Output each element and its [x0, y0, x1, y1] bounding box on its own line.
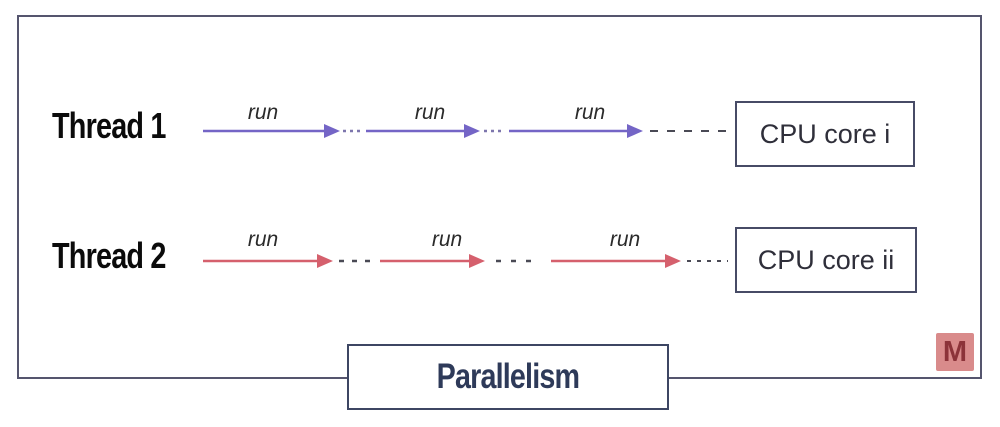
- cpu-core-i-box: CPU core i: [735, 101, 915, 167]
- run-label: run: [247, 101, 279, 124]
- title-box: Parallelism: [347, 344, 669, 410]
- run-label: run: [247, 228, 279, 251]
- thread-1-label: Thread 1: [52, 105, 166, 146]
- run-label: run: [414, 101, 446, 124]
- cpu-core-i-label: CPU core i: [759, 118, 891, 149]
- diagram-container: [17, 15, 982, 379]
- watermark-logo: M: [936, 333, 974, 371]
- cpu-core-ii-box: CPU core ii: [735, 227, 917, 293]
- run-label: run: [574, 101, 606, 124]
- diagram-title: Parallelism: [436, 357, 580, 396]
- thread-2-label: Thread 2: [52, 235, 166, 276]
- run-label: run: [431, 228, 463, 251]
- run-label: run: [609, 228, 641, 251]
- cpu-core-ii-label: CPU core ii: [757, 244, 895, 275]
